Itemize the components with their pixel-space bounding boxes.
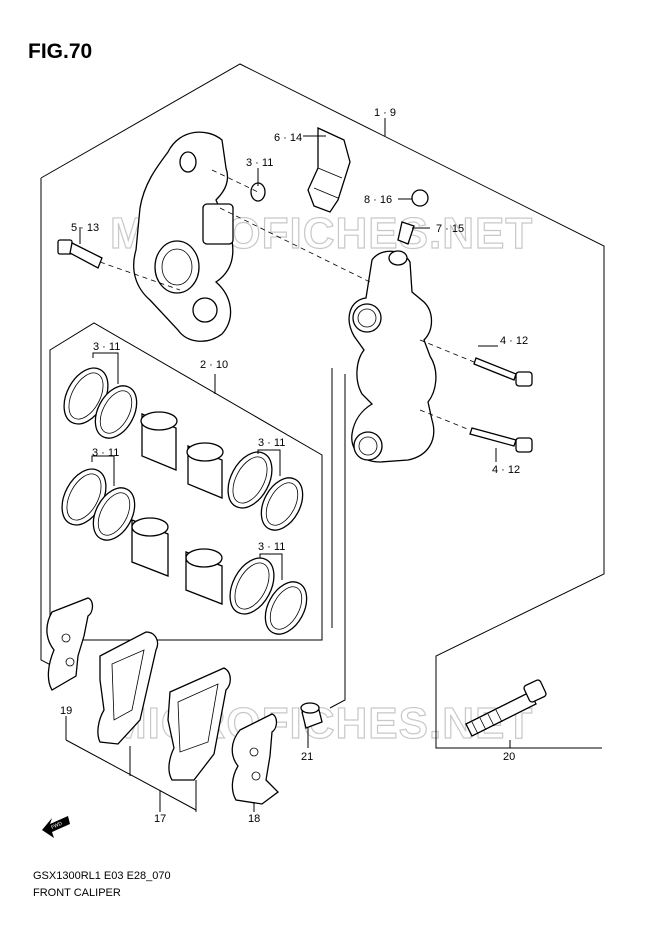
callout-6-14: 6 · 14 (274, 132, 302, 144)
brake-pad-right (167, 667, 231, 781)
piston-seals (61, 367, 308, 635)
assembly-outline (40, 63, 605, 749)
fwd-label: FWD (50, 821, 63, 831)
callout-7-15: 7 · 15 (436, 223, 464, 235)
callout-17: 17 (154, 813, 166, 825)
assembly-guide-lines (99, 169, 475, 431)
caliper-bolt (57, 239, 103, 269)
collar (300, 702, 323, 729)
callout-1-9: 1 · 9 (374, 107, 396, 119)
callout-20: 20 (503, 751, 515, 763)
fwd-arrow-icon: FWD (42, 816, 70, 838)
pad-spring (307, 126, 351, 213)
callout-3-11-left-1: 3 · 11 (93, 341, 120, 353)
caliper-half-inner (348, 250, 437, 463)
callout-3-11-right-1: 3 · 11 (258, 437, 285, 449)
callout-8-16: 8 · 16 (364, 194, 392, 206)
callout-3-11-right-2: 3 · 11 (258, 541, 285, 553)
mounting-bolt-upper (473, 357, 533, 387)
callout-leaders (65, 118, 511, 812)
callout-5-13: 5 · 13 (71, 222, 99, 234)
pad-shim-right (231, 713, 279, 805)
callout-3-11-top: 3 · 11 (246, 157, 273, 169)
caliper-half-outer (133, 131, 234, 342)
assembly-outline-inner (329, 374, 346, 709)
callout-3-11-left-2: 3 · 11 (92, 447, 119, 459)
callout-21: 21 (301, 751, 313, 763)
callout-4-12-upper: 4 · 12 (500, 335, 528, 347)
callout-2-10: 2 · 10 (200, 359, 228, 371)
callout-4-12-lower: 4 · 12 (492, 464, 520, 476)
model-code: GSX1300RL1 E03 E28_070 (33, 870, 171, 882)
callout-18: 18 (248, 813, 260, 825)
figure-name: FRONT CALIPER (33, 887, 121, 899)
bleeder-cap (411, 189, 429, 207)
pad-shim-left (46, 597, 94, 691)
figure-title: FIG.70 (28, 40, 93, 63)
mounting-bolt-lower (469, 427, 533, 453)
callout-19: 19 (60, 705, 72, 717)
pistons (131, 411, 224, 605)
axle-bolt (465, 679, 547, 737)
bleeder-valve (397, 221, 415, 245)
brake-pad-left (97, 631, 159, 745)
